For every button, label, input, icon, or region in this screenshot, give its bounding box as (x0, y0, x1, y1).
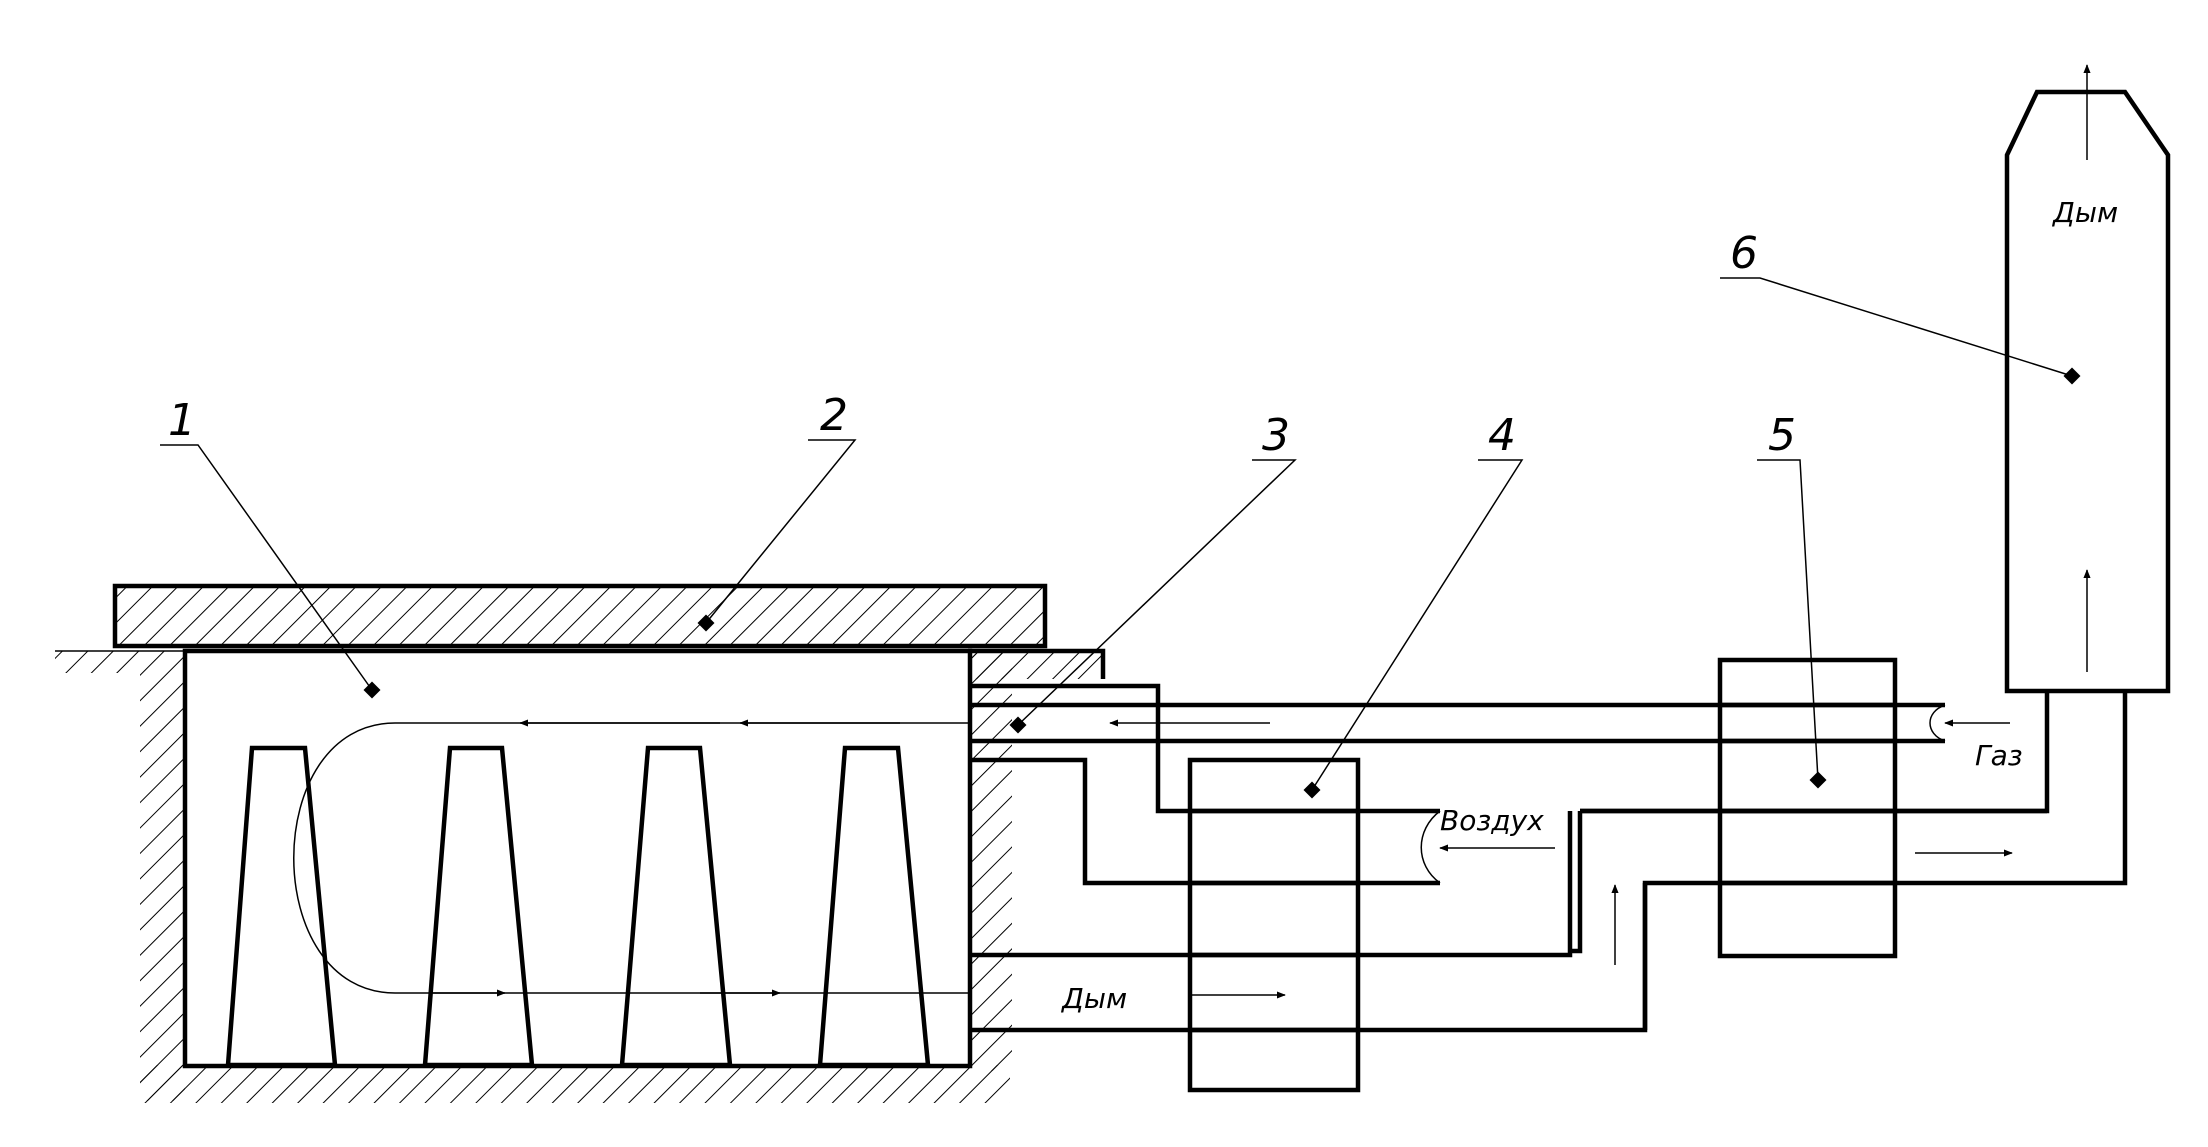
callout-3: 3 (1262, 410, 1290, 461)
label-gas-in: Газ (1975, 739, 2023, 772)
furnace-chamber (182, 648, 973, 1069)
callout-2: 2 (820, 390, 848, 441)
recuperator-internals (1190, 702, 1895, 1033)
chimney-stack (2004, 64, 2171, 694)
callout-4: 4 (1488, 410, 1516, 461)
air-duct (970, 683, 2047, 1030)
label-air-in: Воздух (1440, 804, 1544, 837)
label-smoke-flow: Дым (1060, 982, 1127, 1015)
callout-1: 1 (168, 395, 196, 446)
air-recuperator (1187, 757, 1361, 1093)
label-smoke-out: Дым (2051, 196, 2118, 229)
callout-6: 6 (1730, 228, 1758, 279)
ground (55, 650, 1012, 1103)
leader-lines (160, 277, 2081, 799)
callout-5: 5 (1768, 410, 1796, 461)
furnace-cover-slab (112, 583, 1106, 679)
internal-flow (293, 719, 970, 997)
gas-recuperator (1717, 657, 1898, 959)
gas-pipeline (970, 702, 2010, 744)
